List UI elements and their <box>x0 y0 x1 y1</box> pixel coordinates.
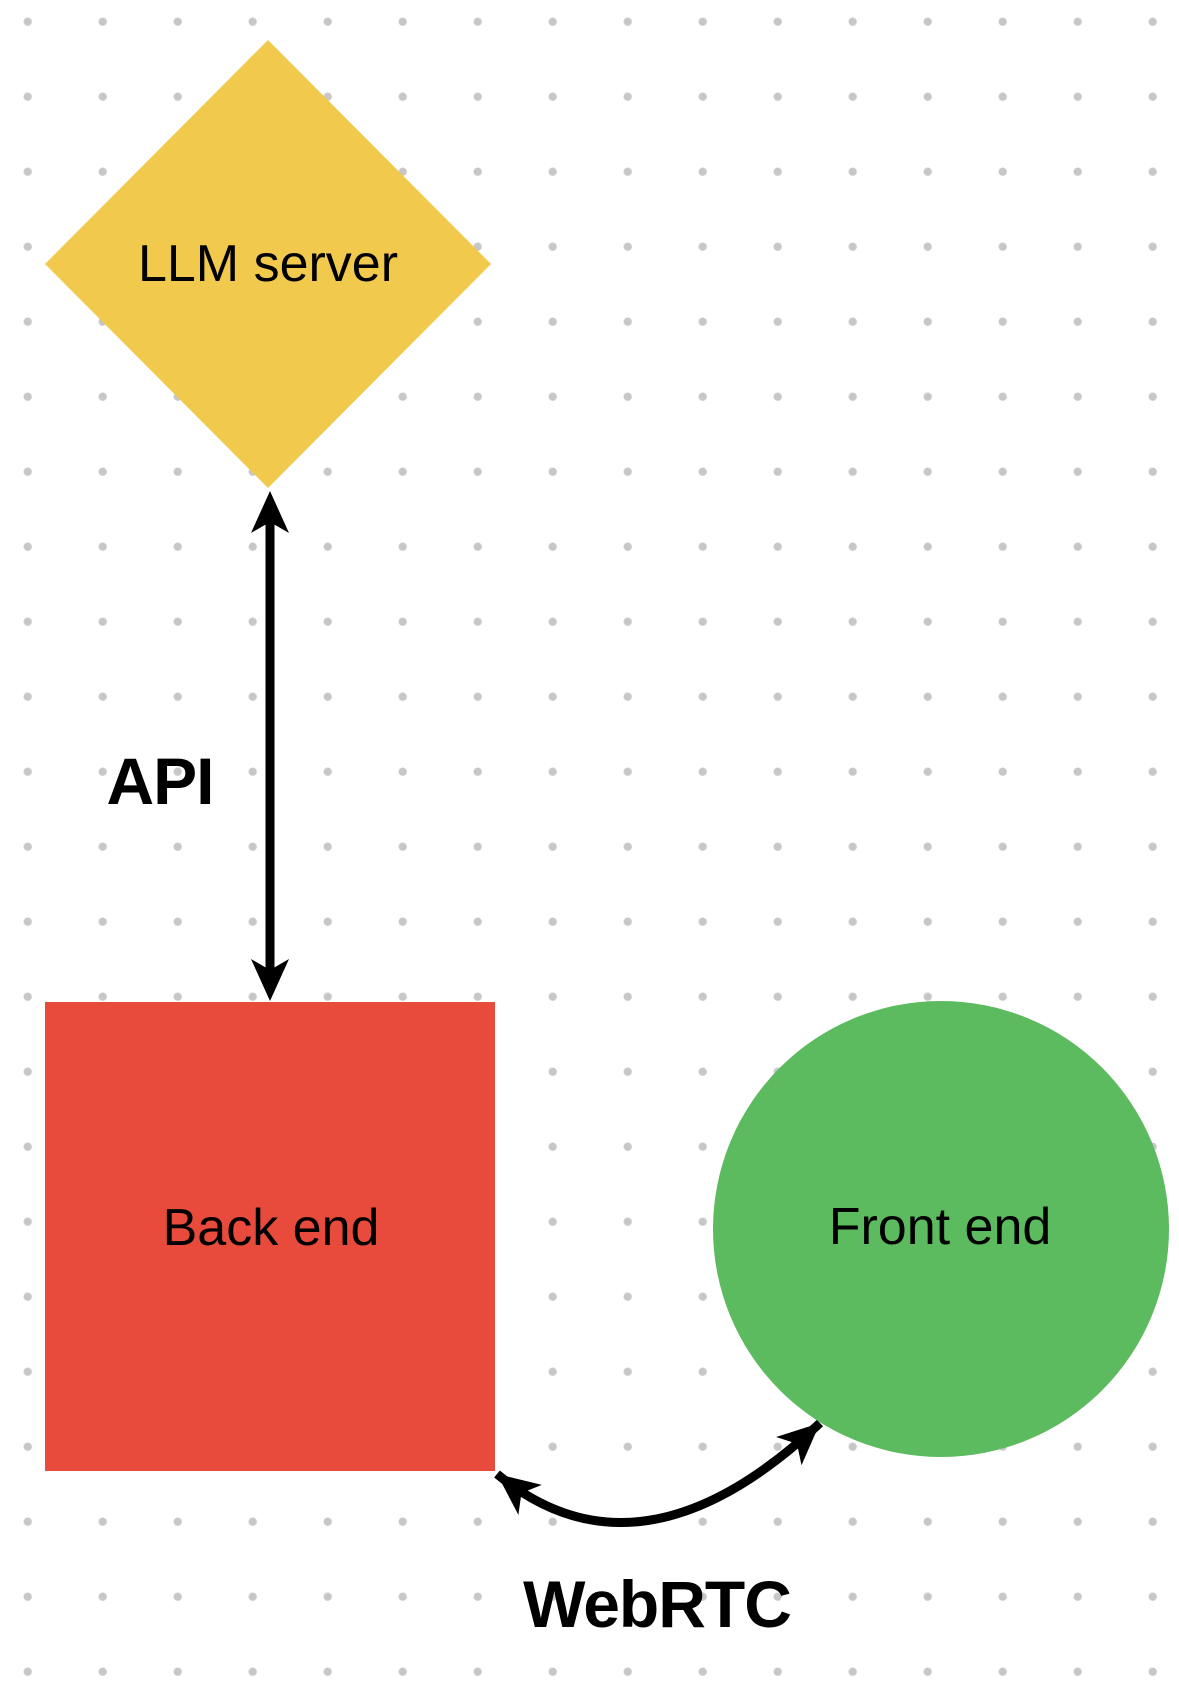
node-llm-server-label: LLM server <box>137 235 399 293</box>
edge-webrtc[interactable] <box>485 1409 832 1527</box>
edge-api-label[interactable]: API <box>106 744 214 818</box>
node-back-end-label: Back end <box>162 1199 380 1257</box>
arrowhead-upright-icon <box>776 1423 820 1466</box>
edge-webrtc-label[interactable]: WebRTC <box>523 1567 792 1641</box>
node-front-end[interactable] <box>713 1001 1169 1457</box>
node-front-end-label: Front end <box>828 1198 1052 1256</box>
arrowhead-down-icon <box>251 959 289 1001</box>
edge-webrtc-curve <box>494 1419 824 1527</box>
node-llm-server[interactable] <box>45 40 491 488</box>
node-back-end[interactable] <box>45 1002 495 1471</box>
edge-api[interactable] <box>251 491 289 1001</box>
arrowhead-upleft-icon <box>497 1474 542 1515</box>
arrowhead-up-icon <box>251 491 289 533</box>
